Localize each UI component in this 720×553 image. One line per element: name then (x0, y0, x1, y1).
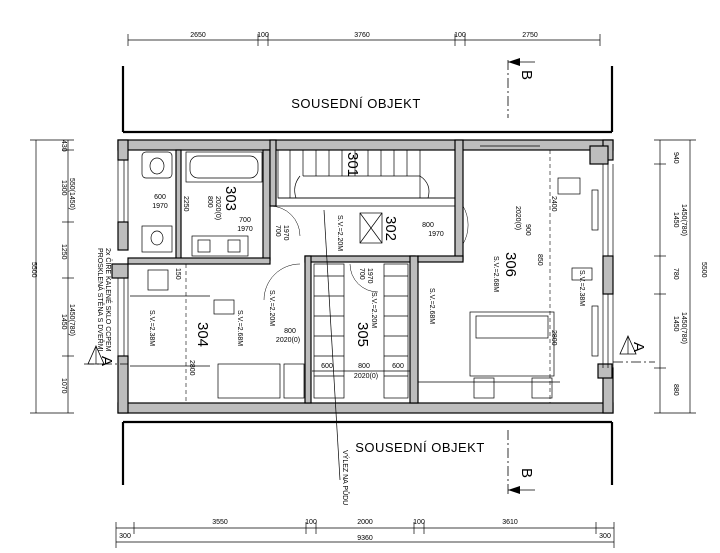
opening-wc-h: 1970 (152, 203, 168, 210)
dim-bottom-7: 300 (599, 533, 611, 540)
dim-left-b2: 550(1450) (68, 178, 75, 210)
dim-bottom-total: 9360 (357, 535, 373, 542)
right-windows (591, 164, 614, 368)
dim-bottom-2: 3550 (212, 519, 228, 526)
opening-wc-w: 600 (154, 194, 166, 201)
dim-right-b: 1450 (672, 212, 679, 228)
section-b-label-bottom: B (518, 468, 535, 478)
left-windows (117, 160, 129, 356)
dim-left-d: 1450 (60, 314, 67, 330)
opening-bath-side-h: 1970 (282, 225, 289, 241)
opening-306-door-w: 900 (524, 224, 531, 236)
top-dimension-chain: 2650 100 3760 100 2750 (127, 32, 601, 46)
opening-306-b: 850 (536, 254, 543, 266)
dim-right-total: 5500 (700, 262, 707, 278)
bottom-neighbor-building: SOUSEDNÍ OBJEKT (121, 420, 614, 485)
opening-306-a: 2400 (550, 196, 557, 212)
dim-right-d2: 1450(780) (680, 312, 687, 344)
right-dimension-chain: 940 1450 1450(780) 780 1450 1450(780) 88… (654, 139, 707, 414)
room-304-height-c: S.V.=2.20M (268, 290, 275, 326)
room-303-label: 303 (222, 186, 239, 211)
section-marker-bottom: B (507, 430, 535, 494)
top-neighbor-building: SOUSEDNÍ OBJEKT (121, 66, 614, 134)
opening-bath-3: 2020(0) (214, 196, 221, 220)
dim-bottom-1: 300 (119, 533, 131, 540)
dim-bottom-4: 2000 (357, 519, 373, 526)
interior-walls (127, 139, 464, 404)
dim-bottom-5: 100 (413, 519, 425, 526)
section-b-label-top: B (518, 70, 535, 80)
room-302-label: 302 (382, 216, 399, 241)
dim-bottom-3: 100 (305, 519, 317, 526)
room-304: 304 S.V.=2.38M S.V.=2.68M S.V.=2.20M 150… (96, 248, 305, 403)
room-304-height-a: S.V.=2.38M (148, 310, 155, 346)
section-a-label-left: A (98, 356, 115, 366)
note-glass-wall-1: PROSKLENÁ STĚNA S DVEŘMI (96, 248, 105, 352)
dim-left-a: 430 (60, 140, 67, 152)
opening-bath-2: 800 (206, 196, 213, 208)
room-305-height: S.V.=2.20M (370, 292, 377, 328)
dim-left-total: 5500 (30, 262, 37, 278)
section-marker-top: B (507, 58, 535, 118)
section-a-marker-left: A (84, 345, 128, 366)
opening-304-a: 150 (174, 268, 181, 280)
note-glass-wall-2: 2x ČIRÉ KALENÉ SKLO CCPEM (104, 248, 113, 352)
dim-left-c: 1250 (60, 244, 67, 260)
opening-305-top-w: 700 (358, 268, 365, 280)
dim-left-b: 1300 (60, 180, 67, 196)
opening-304-b: 2800 (188, 360, 195, 376)
neighbor-label-bottom: SOUSEDNÍ OBJEKT (355, 440, 485, 455)
dim-right-c: 780 (672, 268, 679, 280)
dim-top-1: 2650 (190, 32, 206, 39)
opening-bath-door-h: 1970 (237, 226, 253, 233)
opening-304-door-h: 2020(0) (276, 337, 300, 344)
opening-305-door-h: 2020(0) (354, 373, 378, 380)
dim-bottom-6: 3610 (502, 519, 518, 526)
neighbor-label-top: SOUSEDNÍ OBJEKT (291, 96, 421, 111)
left-dimension-chain: 430 1300 550(1450) 1250 1450 1450(780) 1… (30, 139, 75, 414)
bottom-dimension-chain: 300 3550 100 2000 100 3610 300 9360 (115, 519, 615, 548)
dim-right-d: 1450 (672, 316, 679, 332)
opening-306-door-h: 2020(0) (514, 206, 521, 230)
dim-right-e: 880 (672, 384, 679, 396)
room-306: 306 S.V.=2.68M S.V.=2.68M S.V.=2.38M 900… (418, 145, 593, 403)
opening-305-top-h: 1970 (366, 268, 373, 284)
room-306-height-a: S.V.=2.68M (492, 256, 499, 292)
room-305-label: 305 (354, 322, 371, 347)
opening-bath-side-w: 700 (274, 225, 281, 237)
opening-hall-w: 800 (422, 222, 434, 229)
room-301-label: 301 (344, 152, 361, 177)
dim-right-a: 940 (672, 152, 679, 164)
opening-hall-h: 1970 (428, 231, 444, 238)
dim-right-b2: 1450(780) (680, 204, 687, 236)
room-305: 305 S.V.=2.20M 700 1970 600 800 2020(0) … (312, 209, 410, 505)
dim-top-5: 2750 (522, 32, 538, 39)
room-306-label: 306 (502, 252, 519, 277)
dim-left-d2: 1450(780) (68, 304, 75, 336)
opening-bath-1: 2250 (182, 196, 189, 212)
opening-306-c: 2800 (550, 330, 557, 346)
opening-304-door-w: 800 (284, 328, 296, 335)
room-306-height-c: S.V.=2.38M (578, 270, 585, 306)
room-306-height-b: S.V.=2.68M (428, 288, 435, 324)
opening-305-door-w: 800 (358, 363, 370, 370)
staircase: 301 (276, 149, 456, 207)
bathroom-303: 303 600 1970 2250 800 2020(0) 700 1970 7… (141, 151, 301, 257)
section-a-label-right: A (630, 342, 647, 352)
dim-left-e: 1070 (60, 378, 67, 394)
dim-top-2: 100 (257, 32, 269, 39)
opening-305-b: 600 (392, 363, 404, 370)
room-304-height-b: S.V.=2.68M (236, 310, 243, 346)
hall-302: 302 S.V.=2.20M 800 1970 (336, 205, 469, 251)
dim-top-3: 3760 (354, 32, 370, 39)
room-304-label: 304 (194, 322, 211, 347)
note-attic-exit: VÝLEZ NA PŮDU (341, 450, 350, 505)
opening-bath-door-w: 700 (239, 217, 251, 224)
opening-305-a: 600 (321, 363, 333, 370)
dim-top-4: 100 (454, 32, 466, 39)
hall-height: S.V.=2.20M (336, 215, 343, 251)
section-a-marker-right: A (613, 335, 655, 363)
